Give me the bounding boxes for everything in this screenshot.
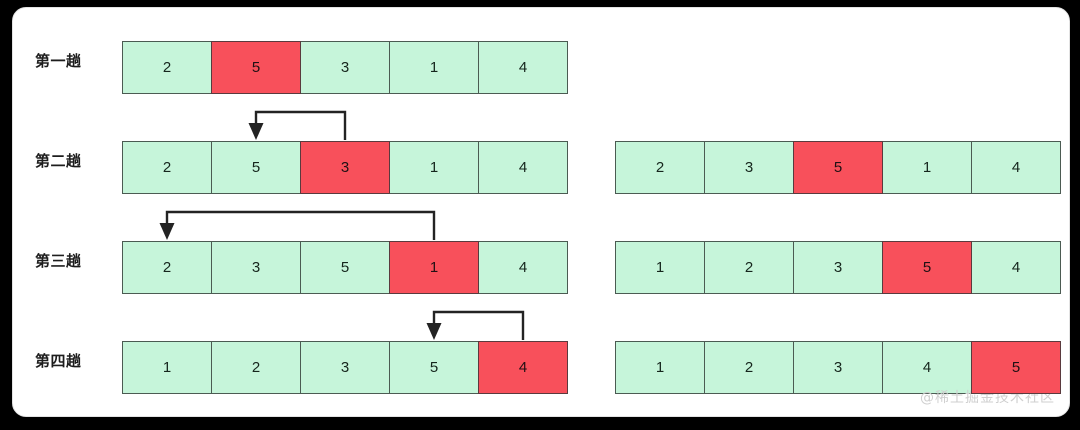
- array-cell-highlighted: 4: [478, 341, 568, 394]
- array-cell: 5: [300, 241, 390, 294]
- array-cell: 1: [389, 41, 479, 94]
- array-cell-highlighted: 1: [389, 241, 479, 294]
- array-cell: 2: [615, 141, 705, 194]
- array-cell-highlighted: 3: [300, 141, 390, 194]
- array-cell: 2: [122, 141, 212, 194]
- array-cell-highlighted: 5: [793, 141, 883, 194]
- arrowhead: [248, 123, 264, 140]
- array-cell: 3: [793, 241, 883, 294]
- array-cell: 2: [704, 241, 794, 294]
- array-cell: 3: [704, 141, 794, 194]
- array-cell: 5: [389, 341, 479, 394]
- shift-arrow-row-2: [248, 110, 347, 140]
- pass-label-2: 第二趟: [35, 152, 82, 170]
- array-cell-highlighted: 5: [971, 341, 1061, 394]
- arrowhead: [426, 323, 442, 340]
- array-cell: 5: [211, 141, 301, 194]
- array-cell: 1: [615, 341, 705, 394]
- array-cell: 4: [971, 241, 1061, 294]
- array-cell: 4: [478, 141, 568, 194]
- pass-label-4: 第四趟: [35, 352, 82, 370]
- array-cell: 4: [971, 141, 1061, 194]
- array-cell: 1: [615, 241, 705, 294]
- array-cell: 3: [793, 341, 883, 394]
- shift-arrow-row-4: [426, 310, 525, 340]
- array-cell: 4: [478, 241, 568, 294]
- watermark-label: @稀土掘金技术社区: [920, 390, 1055, 406]
- arrowhead: [159, 223, 175, 240]
- shift-arrow-row-3: [159, 210, 436, 240]
- array-cell: 2: [704, 341, 794, 394]
- array-cell: 4: [478, 41, 568, 94]
- array-cell: 2: [122, 241, 212, 294]
- pass-label-1: 第一趟: [35, 52, 82, 70]
- array-cell-highlighted: 5: [211, 41, 301, 94]
- array-cell: 1: [389, 141, 479, 194]
- pass-label-3: 第三趟: [35, 252, 82, 270]
- array-cell: 2: [211, 341, 301, 394]
- array-cell: 1: [122, 341, 212, 394]
- array-cell-highlighted: 5: [882, 241, 972, 294]
- array-cell: 3: [300, 41, 390, 94]
- array-cell: 2: [122, 41, 212, 94]
- array-cell: 3: [300, 341, 390, 394]
- array-cell: 1: [882, 141, 972, 194]
- array-cell: 4: [882, 341, 972, 394]
- array-cell: 3: [211, 241, 301, 294]
